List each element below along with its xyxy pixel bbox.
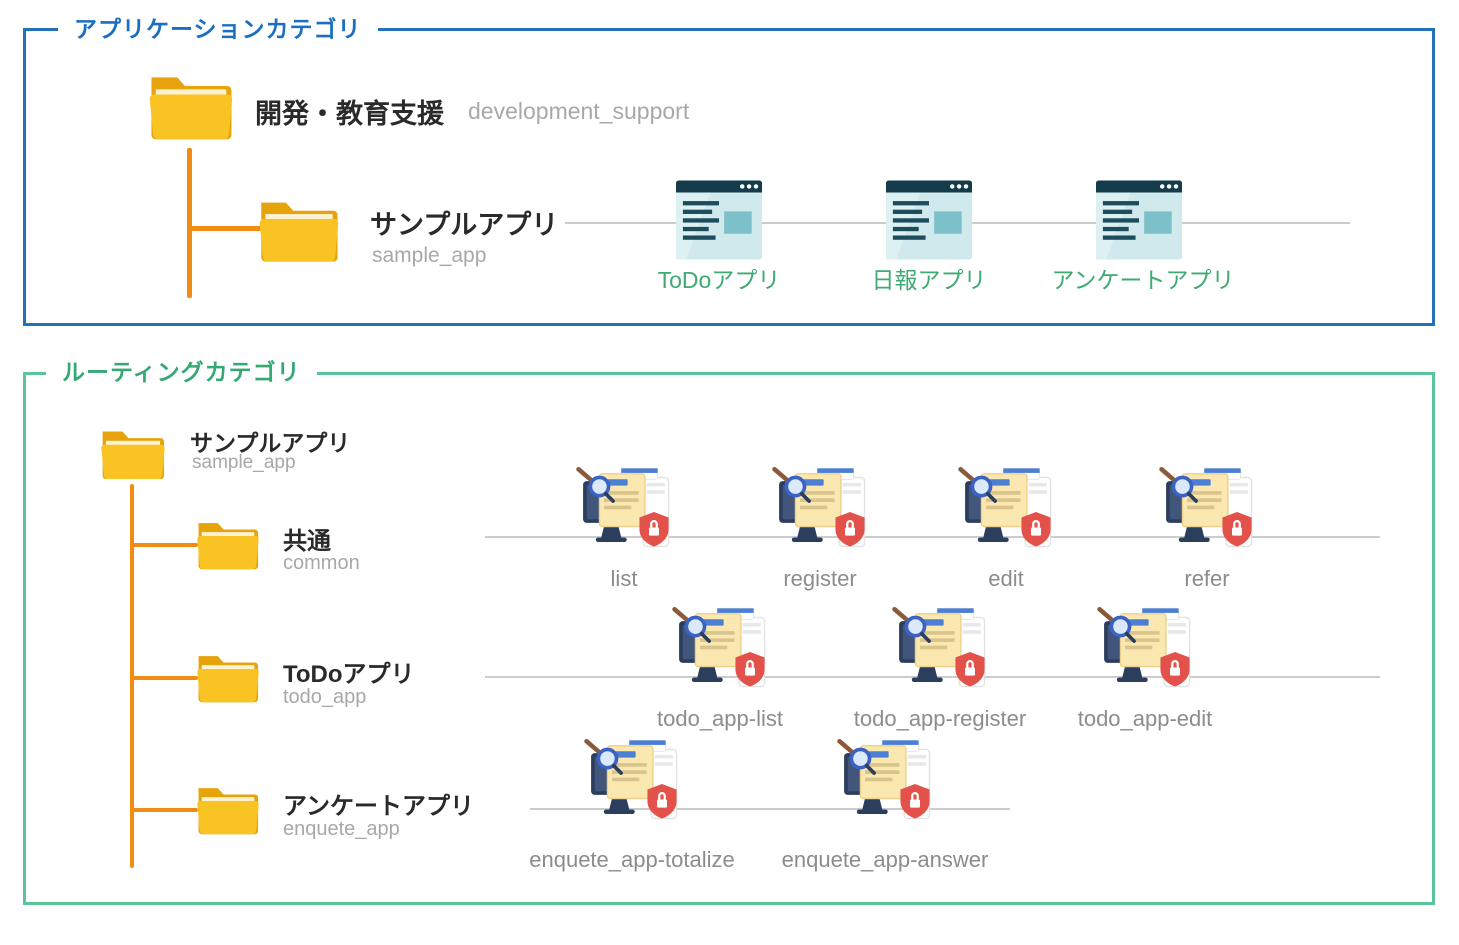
- app-root-folder-code: development_support: [468, 98, 690, 124]
- folder-icon: [258, 186, 340, 270]
- route-monitor-icon: [574, 466, 674, 558]
- folder-icon: [196, 775, 260, 841]
- routing-root-folder-code: sample_app: [192, 452, 296, 473]
- route-monitor-icon: [582, 738, 682, 830]
- routing-tree-branch-line: [130, 676, 198, 680]
- app-tree-branch-line: [187, 226, 261, 231]
- route-monitor-icon: [670, 606, 770, 698]
- application-category-section: [23, 28, 1435, 326]
- routing-tree-branch-line: [130, 543, 198, 547]
- route-monitor-icon: [1095, 606, 1195, 698]
- app-child-folder-label: サンプルアプリ: [370, 210, 559, 240]
- routing-group-folder-label: アンケートアプリ: [283, 793, 475, 820]
- route-label: list: [610, 566, 638, 591]
- app-item-label: ToDoアプリ: [657, 267, 781, 293]
- route-label: refer: [1184, 566, 1230, 591]
- application-category-title: アプリケーションカテゴリ: [58, 13, 378, 45]
- route-monitor-icon: [1157, 466, 1257, 558]
- route-row-divider-line: [485, 536, 1380, 538]
- routing-group-folder-code: common: [283, 552, 360, 574]
- browser-window-icon: [676, 180, 762, 260]
- app-tree-vertical-line: [187, 148, 192, 298]
- routing-group-folder-label: ToDoアプリ: [283, 661, 415, 688]
- route-monitor-icon: [835, 738, 935, 830]
- app-child-folder-code: sample_app: [372, 244, 487, 267]
- route-row-divider-line: [530, 808, 1010, 810]
- folder-icon: [196, 510, 260, 576]
- routing-category-section: [23, 372, 1435, 905]
- routing-group-folder-code: enquete_app: [283, 818, 400, 840]
- route-label: edit: [988, 566, 1024, 591]
- route-label: todo_app-register: [853, 706, 1027, 731]
- routing-tree-branch-line: [130, 808, 198, 812]
- route-label: todo_app-edit: [1077, 706, 1213, 731]
- folder-icon: [196, 643, 260, 709]
- routing-category-title: ルーティングカテゴリ: [46, 356, 317, 388]
- route-monitor-icon: [890, 606, 990, 698]
- routing-group-folder-label: 共通: [283, 528, 331, 555]
- routing-root-folder-label: サンプルアプリ: [190, 430, 351, 456]
- route-label: todo_app-list: [657, 706, 783, 731]
- route-label: enquete_app-totalize: [529, 847, 735, 872]
- folder-icon: [148, 60, 234, 148]
- app-root-folder-label: 開発・教育支援: [255, 99, 444, 129]
- app-item-label: アンケートアプリ: [1051, 267, 1235, 293]
- browser-window-icon: [1096, 180, 1182, 260]
- app-item-label: 日報アプリ: [871, 267, 987, 293]
- folder-icon: [100, 418, 166, 486]
- route-monitor-icon: [956, 466, 1056, 558]
- route-label: enquete_app-answer: [781, 847, 989, 872]
- browser-window-icon: [886, 180, 972, 260]
- route-label: register: [783, 566, 857, 591]
- route-monitor-icon: [770, 466, 870, 558]
- routing-group-folder-code: todo_app: [283, 686, 367, 708]
